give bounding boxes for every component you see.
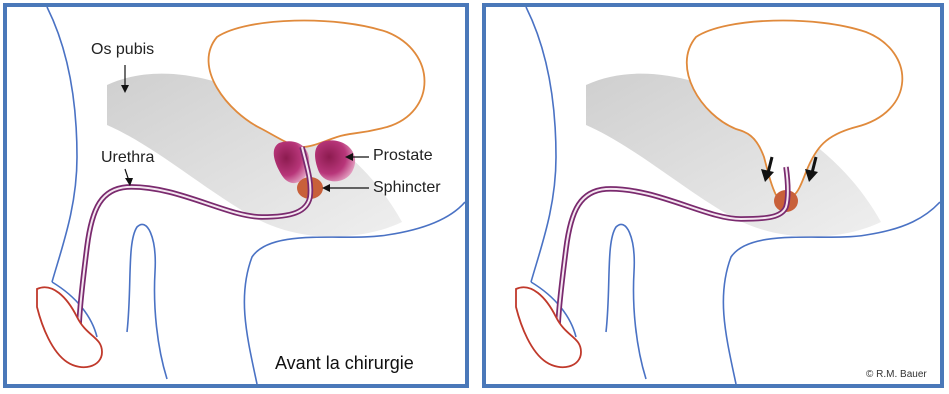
label-prostate: Prostate [373, 147, 433, 165]
body-outline-left [47, 7, 77, 282]
caption-before-surgery: Avant la chirurgie [275, 353, 414, 374]
panel-after-surgery: © R.M. Bauer [482, 3, 944, 388]
label-sphincter: Sphincter [373, 179, 441, 197]
panel-before-surgery: Os pubis Urethra Prostate Sphincter Avan… [3, 3, 469, 388]
glans [37, 287, 102, 367]
body-outline-left [526, 7, 556, 282]
image-credit: © R.M. Bauer [866, 369, 927, 380]
label-urethra: Urethra [101, 149, 154, 167]
glans [516, 287, 581, 367]
anatomy-diagram-after [486, 7, 940, 384]
prostate-lobe-right [315, 140, 355, 181]
label-os-pubis: Os pubis [91, 41, 154, 59]
